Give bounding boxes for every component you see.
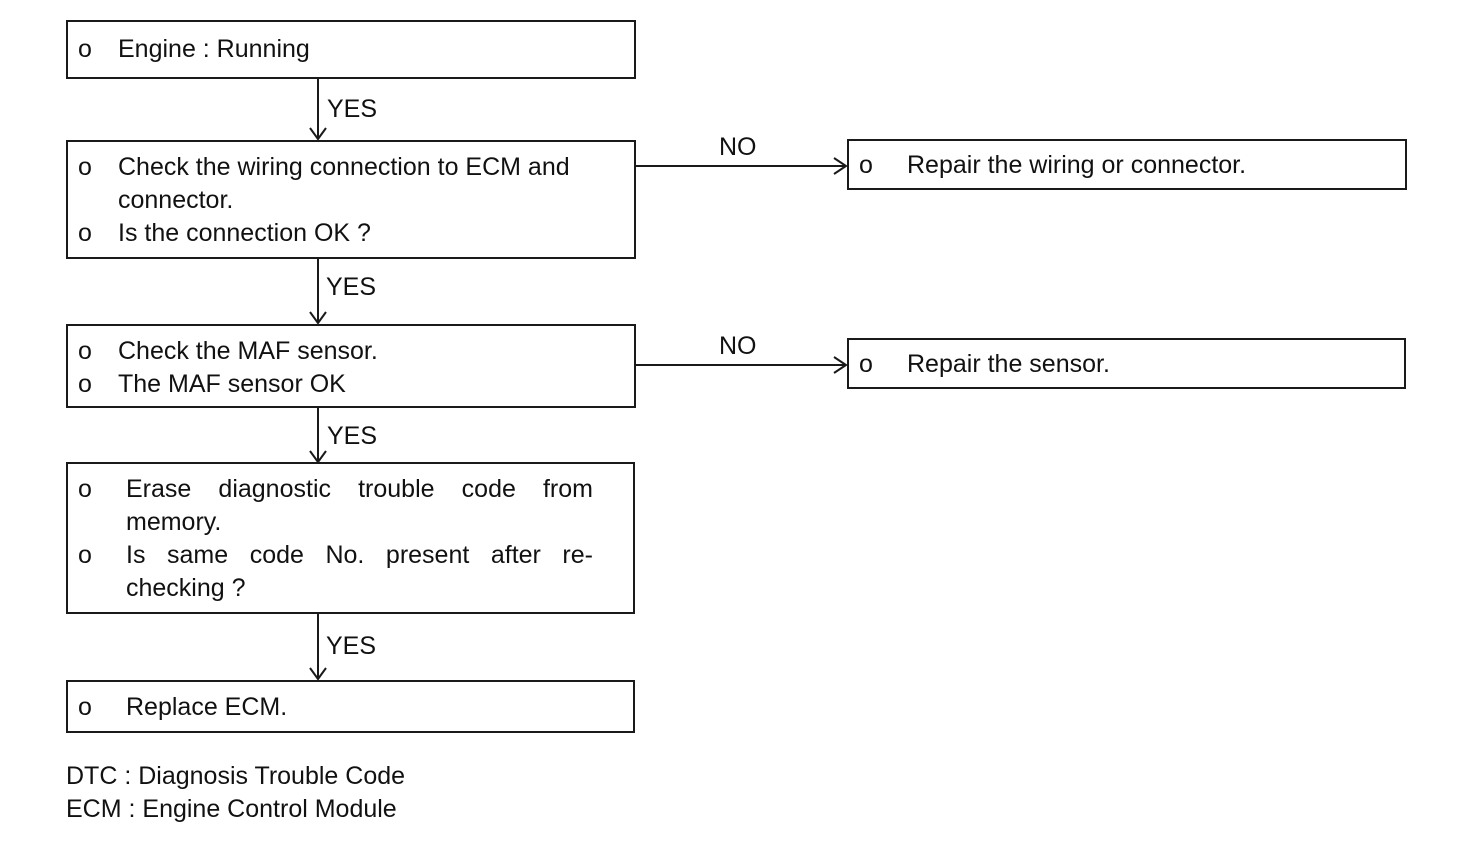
outcome-item: o Repair the wiring or connector.	[849, 149, 1405, 182]
bullet: o	[78, 153, 92, 181]
outcome-text: Repair the wiring or connector.	[907, 151, 1247, 179]
arrowhead-down	[309, 311, 327, 325]
bullet: o	[78, 541, 92, 569]
bullet: o	[78, 337, 92, 365]
step-item: o Check the wiring connection to ECM and…	[68, 151, 622, 217]
step-text: Check the MAF sensor.	[118, 337, 378, 365]
edge-label-yes: YES	[326, 273, 377, 301]
arrowhead-right	[833, 356, 848, 374]
arrowhead-right	[833, 157, 848, 175]
bullet: o	[859, 350, 873, 378]
step-check-wiring: o Check the wiring connection to ECM and…	[66, 140, 636, 259]
legend-entry-ecm: ECM : Engine Control Module	[66, 795, 397, 823]
outcome-text: Repair the sensor.	[907, 350, 1110, 378]
step-text: Erase diagnostic trouble code from memor…	[126, 475, 593, 536]
bullet: o	[78, 370, 92, 398]
step-item: o Is the connection OK ?	[68, 217, 622, 250]
step-item: o Erase diagnostic trouble code from mem…	[68, 473, 593, 539]
step-text: The MAF sensor OK	[118, 370, 346, 398]
step-erase-dtc: o Erase diagnostic trouble code from mem…	[66, 462, 635, 614]
step-text: Check the wiring connection to ECM and c…	[118, 153, 570, 214]
legend-entry-dtc: DTC : Diagnosis Trouble Code	[66, 762, 406, 790]
bullet: o	[78, 35, 92, 63]
arrowhead-down	[309, 667, 327, 681]
step-text: Engine : Running	[118, 35, 310, 63]
step-item: o Check the MAF sensor.	[68, 335, 634, 368]
step-text: Is same code No. present after re-checki…	[126, 541, 593, 602]
edge-label-yes: YES	[326, 632, 377, 660]
outcome-repair-sensor: o Repair the sensor.	[847, 338, 1406, 389]
step-item: o Replace ECM.	[68, 691, 633, 724]
step-item: o Is same code No. present after re-chec…	[68, 539, 593, 605]
edge-label-yes: YES	[327, 422, 378, 450]
arrowhead-down	[309, 127, 327, 141]
step-engine-running: o Engine : Running	[66, 20, 636, 79]
outcome-repair-wiring: o Repair the wiring or connector.	[847, 139, 1407, 190]
step-check-maf: o Check the MAF sensor. o The MAF sensor…	[66, 324, 636, 408]
outcome-item: o Repair the sensor.	[849, 348, 1404, 381]
step-item: o Engine : Running	[68, 33, 634, 66]
step-text: Is the connection OK ?	[118, 219, 371, 247]
step-replace-ecm: o Replace ECM.	[66, 680, 635, 733]
step-text: Replace ECM.	[126, 693, 288, 721]
bullet: o	[78, 693, 92, 721]
bullet: o	[78, 219, 92, 247]
edge-label-no: NO	[719, 332, 757, 360]
bullet: o	[859, 151, 873, 179]
bullet: o	[78, 475, 92, 503]
abbreviation-legend: DTC : Diagnosis Trouble Code ECM : Engin…	[66, 760, 405, 826]
step-item: o The MAF sensor OK	[68, 368, 634, 401]
edge-label-yes: YES	[327, 95, 378, 123]
edge-label-no: NO	[719, 133, 757, 161]
